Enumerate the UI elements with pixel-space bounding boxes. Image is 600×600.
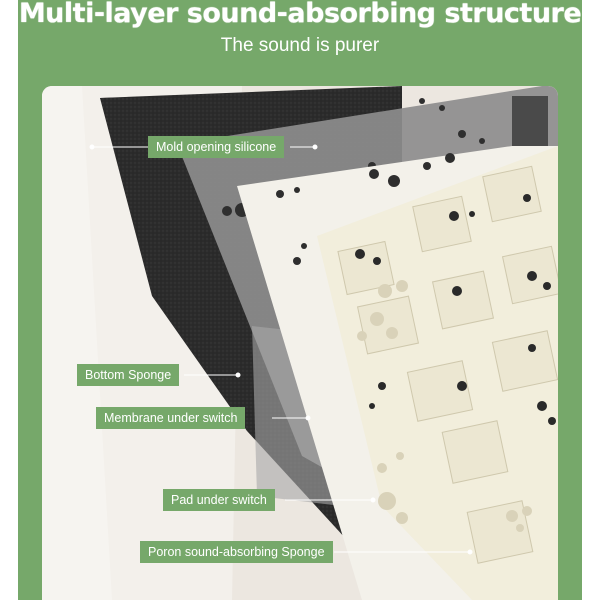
label-poron-sound-absorbing-sponge: Poron sound-absorbing Sponge (140, 541, 333, 563)
page-title: Multi-layer sound-absorbing structure (18, 0, 582, 29)
label-membrane-under-switch: Membrane under switch (96, 407, 246, 429)
product-layers-photo (42, 86, 558, 600)
label-bottom-sponge: Bottom Sponge (77, 364, 180, 386)
label-pad-under-switch: Pad under switch (163, 489, 275, 511)
label-mold-opening-silicone: Mold opening silicone (148, 136, 285, 158)
page-subtitle: The sound is purer (220, 35, 380, 56)
